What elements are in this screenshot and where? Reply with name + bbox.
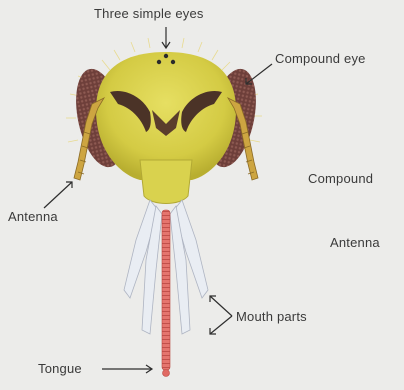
label-mouth-parts: Mouth parts [236, 310, 307, 323]
clypeus [140, 160, 192, 204]
label-tongue: Tongue [38, 362, 82, 375]
tongue [162, 210, 170, 370]
label-three-simple-eyes: Three simple eyes [94, 7, 204, 20]
label-antenna: Antenna [8, 210, 58, 223]
label-compound-right: Compound [308, 172, 373, 185]
label-compound-eye: Compound eye [275, 52, 366, 65]
label-antenna-right: Antenna [330, 236, 380, 249]
